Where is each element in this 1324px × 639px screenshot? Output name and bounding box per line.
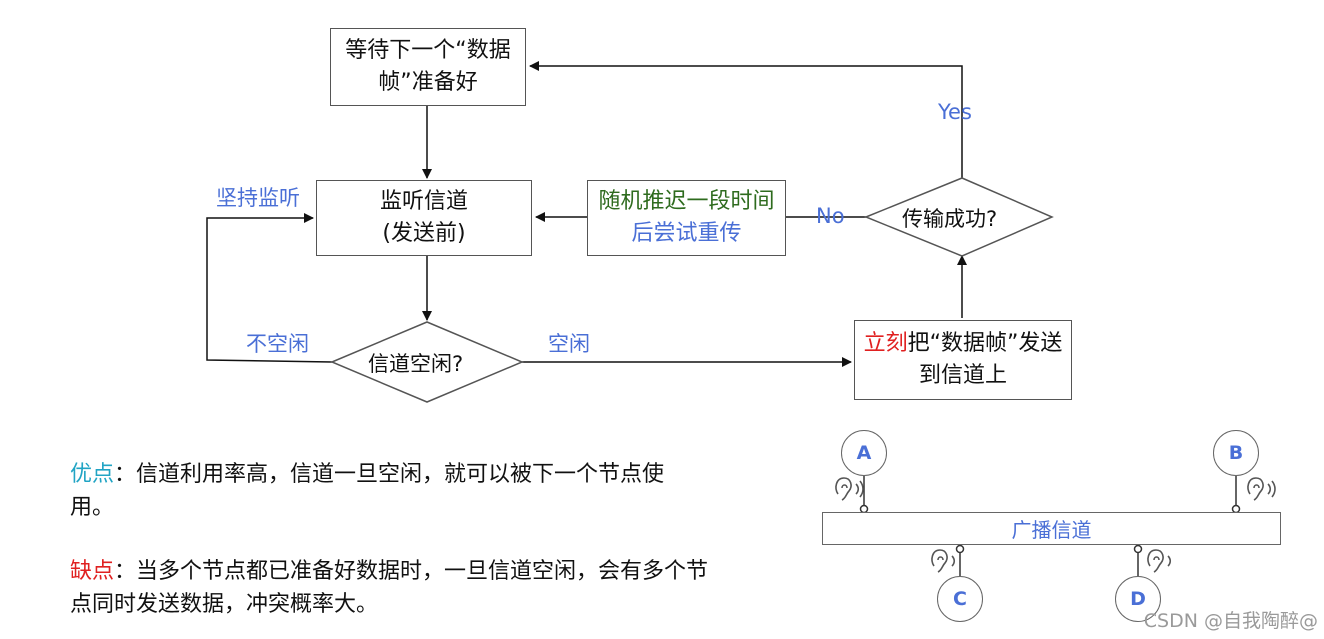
backoff-box: 随机推迟一段时间后尝试重传 bbox=[587, 180, 786, 256]
node-c: C bbox=[937, 576, 983, 622]
wait-frame-box: 等待下一个“数据帧”准备好 bbox=[330, 28, 526, 106]
ear-icon bbox=[1247, 477, 1276, 501]
success-diamond-shape bbox=[864, 177, 1054, 257]
listen-channel-box: 监听信道 (发送前) bbox=[316, 180, 532, 256]
no-label: No bbox=[816, 204, 845, 228]
node-a: A bbox=[841, 430, 887, 476]
broadcast-channel: 广播信道 bbox=[822, 512, 1281, 545]
arrow-busy-loop bbox=[206, 213, 333, 363]
persist-label: 坚持监听 bbox=[216, 186, 300, 210]
ear-icon bbox=[931, 549, 956, 573]
yes-label: Yes bbox=[938, 100, 972, 124]
idle-diamond-shape bbox=[330, 321, 524, 403]
ear-icon bbox=[1147, 549, 1172, 573]
arrow-yes-to-wait bbox=[529, 61, 963, 178]
node-b: B bbox=[1213, 430, 1259, 476]
success-diamond-label: 传输成功? bbox=[902, 207, 998, 231]
idle-label: 空闲 bbox=[548, 332, 590, 356]
busy-label: 不空闲 bbox=[246, 332, 309, 356]
send-frame-box: 立刻把“数据帧”发送到信道上 bbox=[854, 320, 1072, 400]
advantage-note: 优点：信道利用率高，信道一旦空闲，就可以被下一个节点使用。 bbox=[70, 462, 665, 520]
disadvantage-note: 缺点：当多个节点都已准备好数据时，一旦信道空闲，会有多个节点同时发送数据，冲突概… bbox=[70, 559, 709, 617]
ear-icon bbox=[835, 477, 864, 501]
csdn-watermark: CSDN @自我陶醉@ bbox=[1143, 610, 1318, 632]
node-d: D bbox=[1115, 576, 1161, 622]
idle-diamond-label: 信道空闲? bbox=[368, 352, 464, 376]
